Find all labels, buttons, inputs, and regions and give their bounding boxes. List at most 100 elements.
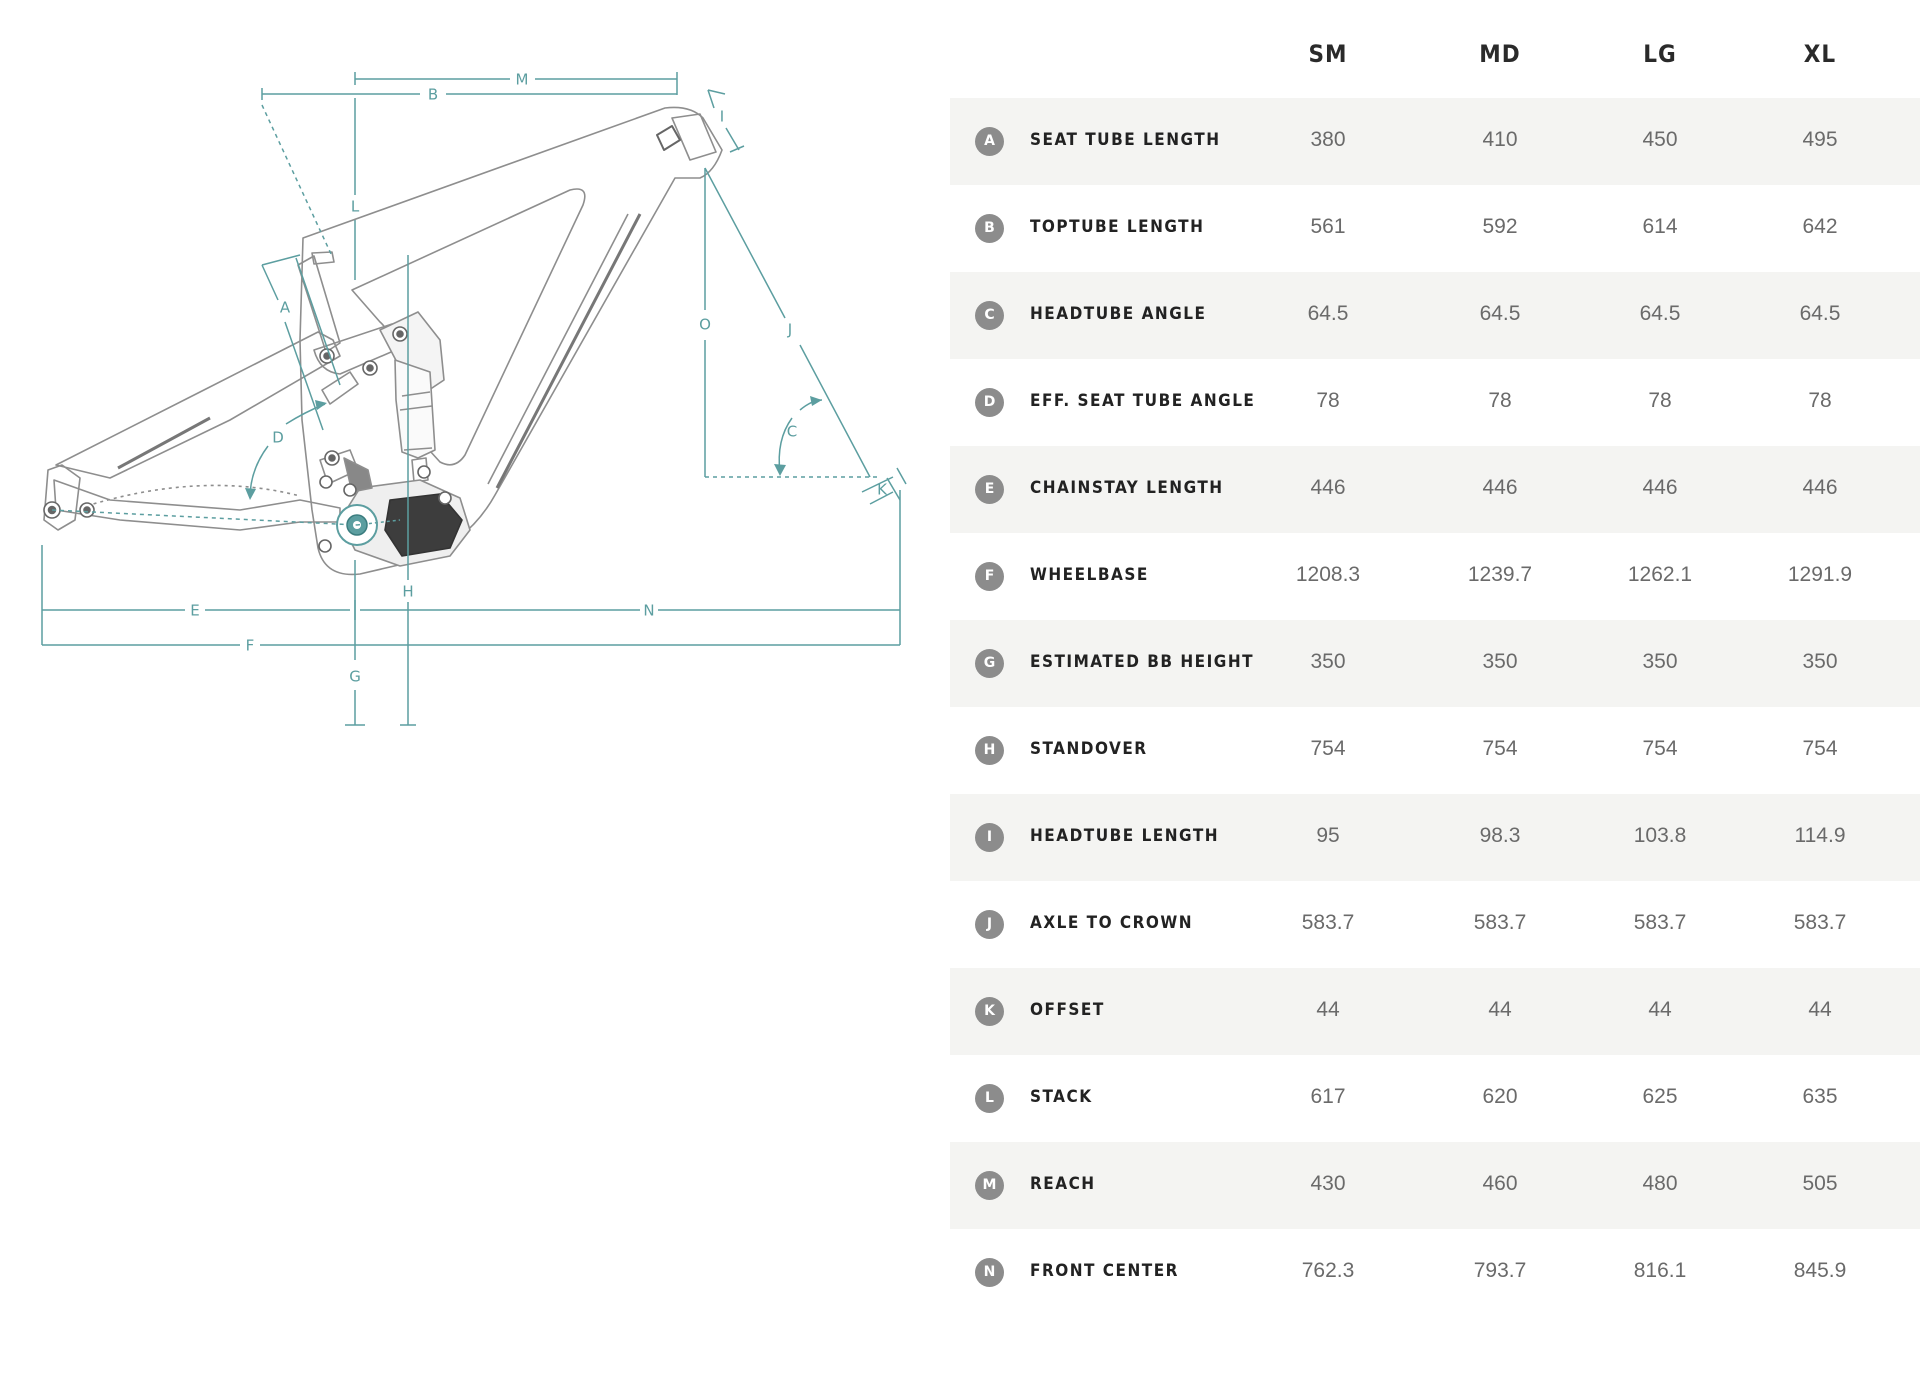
value-cell-sm: 44 [1316, 998, 1340, 1021]
measurement-label: SEAT TUBE LENGTH [1030, 130, 1221, 150]
measurement-label: ESTIMATED BB HEIGHT [1030, 652, 1255, 672]
value-cell-lg: 480 [1642, 1172, 1678, 1195]
dimension-letter-badge: F [975, 562, 1004, 591]
dimension-label-k: K [877, 481, 888, 499]
dimension-label-h: H [402, 583, 413, 601]
value-cell-md: 78 [1488, 389, 1512, 412]
value-cell-xl: 446 [1802, 476, 1838, 499]
value-cell-sm: 754 [1310, 737, 1346, 760]
dimension-letter-badge: N [975, 1258, 1004, 1287]
value-cell-sm: 762.3 [1301, 1259, 1355, 1282]
value-cell-xl: 44 [1808, 998, 1832, 1021]
value-cell-md: 793.7 [1473, 1259, 1527, 1282]
value-cell-lg: 64.5 [1639, 302, 1681, 325]
dimension-label-j: J [787, 321, 792, 339]
dimension-letter-badge: H [975, 736, 1004, 765]
dimension-label-b: B [428, 86, 438, 104]
value-cell-lg: 350 [1642, 650, 1678, 673]
value-cell-sm: 561 [1310, 215, 1346, 238]
dimension-label-e: E [190, 602, 199, 620]
dimension-arrows [245, 396, 822, 500]
dimension-letter-badge: L [975, 1084, 1004, 1113]
value-cell-sm: 380 [1310, 128, 1346, 151]
value-cell-md: 583.7 [1473, 911, 1527, 934]
measurement-label: AXLE TO CROWN [1030, 913, 1194, 933]
value-cell-md: 1239.7 [1467, 563, 1533, 586]
measurement-label: WHEELBASE [1030, 565, 1149, 585]
bike-frame [43, 106, 723, 576]
value-cell-sm: 446 [1310, 476, 1346, 499]
table-row: C HEADTUBE ANGLE 64.5 64.5 64.5 64.5 [950, 272, 1920, 359]
dimension-letter-badge: E [975, 475, 1004, 504]
value-cell-lg: 78 [1648, 389, 1672, 412]
measurement-label: TOPTUBE LENGTH [1030, 217, 1205, 237]
value-cell-md: 44 [1488, 998, 1512, 1021]
value-cell-lg: 44 [1648, 998, 1672, 1021]
frame-geometry-drawing: A B C D E F G H I J K L M N O [41, 71, 907, 726]
value-cell-xl: 64.5 [1799, 302, 1841, 325]
value-cell-lg: 754 [1642, 737, 1678, 760]
dimension-label-f: F [246, 637, 255, 655]
value-cell-md: 460 [1482, 1172, 1518, 1195]
value-cell-xl: 114.9 [1794, 824, 1846, 847]
measurement-label: HEADTUBE LENGTH [1030, 826, 1220, 846]
measurement-label: OFFSET [1030, 1000, 1105, 1020]
dimension-label-i: I [720, 108, 724, 126]
pivot-points [43, 326, 452, 553]
table-row: K OFFSET 44 44 44 44 [950, 968, 1920, 1055]
value-cell-xl: 845.9 [1793, 1259, 1847, 1282]
dimension-letter-badge: C [975, 301, 1004, 330]
size-header-row: SM MD LG XL [950, 0, 1920, 98]
value-cell-sm: 430 [1310, 1172, 1346, 1195]
size-header-sm: SM [1308, 40, 1348, 68]
value-cell-md: 98.3 [1479, 824, 1521, 847]
value-cell-sm: 1208.3 [1295, 563, 1361, 586]
dimension-letter-badge: D [975, 388, 1004, 417]
dimension-letter-badge: J [975, 910, 1004, 939]
dimension-label-m: M [516, 71, 529, 89]
value-cell-lg: 446 [1642, 476, 1678, 499]
value-cell-lg: 614 [1642, 215, 1678, 238]
value-cell-xl: 642 [1802, 215, 1838, 238]
value-cell-lg: 583.7 [1633, 911, 1687, 934]
value-cell-md: 64.5 [1479, 302, 1521, 325]
dimension-label-a: A [280, 299, 291, 317]
value-cell-md: 592 [1482, 215, 1518, 238]
value-cell-sm: 617 [1310, 1085, 1346, 1108]
value-cell-sm: 64.5 [1307, 302, 1349, 325]
measurement-label: HEADTUBE ANGLE [1030, 304, 1207, 324]
table-row: N FRONT CENTER 762.3 793.7 816.1 845.9 [950, 1229, 1920, 1316]
value-cell-sm: 95 [1316, 824, 1340, 847]
value-cell-lg: 450 [1642, 128, 1678, 151]
measurement-label: FRONT CENTER [1030, 1261, 1179, 1281]
measurement-label: STACK [1030, 1087, 1093, 1107]
dimension-letter-badge: K [975, 997, 1004, 1026]
table-row: B TOPTUBE LENGTH 561 592 614 642 [950, 185, 1920, 272]
measurement-label: CHAINSTAY LENGTH [1030, 478, 1224, 498]
dimension-label-l: L [351, 198, 360, 216]
value-cell-lg: 103.8 [1633, 824, 1687, 847]
value-cell-xl: 78 [1808, 389, 1832, 412]
dimension-label-c: C [787, 423, 797, 441]
size-header-md: MD [1479, 40, 1521, 68]
dimension-letter-badge: B [975, 214, 1004, 243]
value-cell-lg: 816.1 [1633, 1259, 1687, 1282]
value-cell-md: 620 [1482, 1085, 1518, 1108]
dimension-label-n: N [643, 602, 654, 620]
value-cell-md: 410 [1482, 128, 1518, 151]
size-header-xl: XL [1803, 40, 1837, 68]
value-cell-sm: 583.7 [1301, 911, 1355, 934]
dimension-lines [41, 72, 907, 726]
size-header-lg: LG [1643, 40, 1677, 68]
value-cell-xl: 754 [1802, 737, 1838, 760]
measurement-label: STANDOVER [1030, 739, 1148, 759]
